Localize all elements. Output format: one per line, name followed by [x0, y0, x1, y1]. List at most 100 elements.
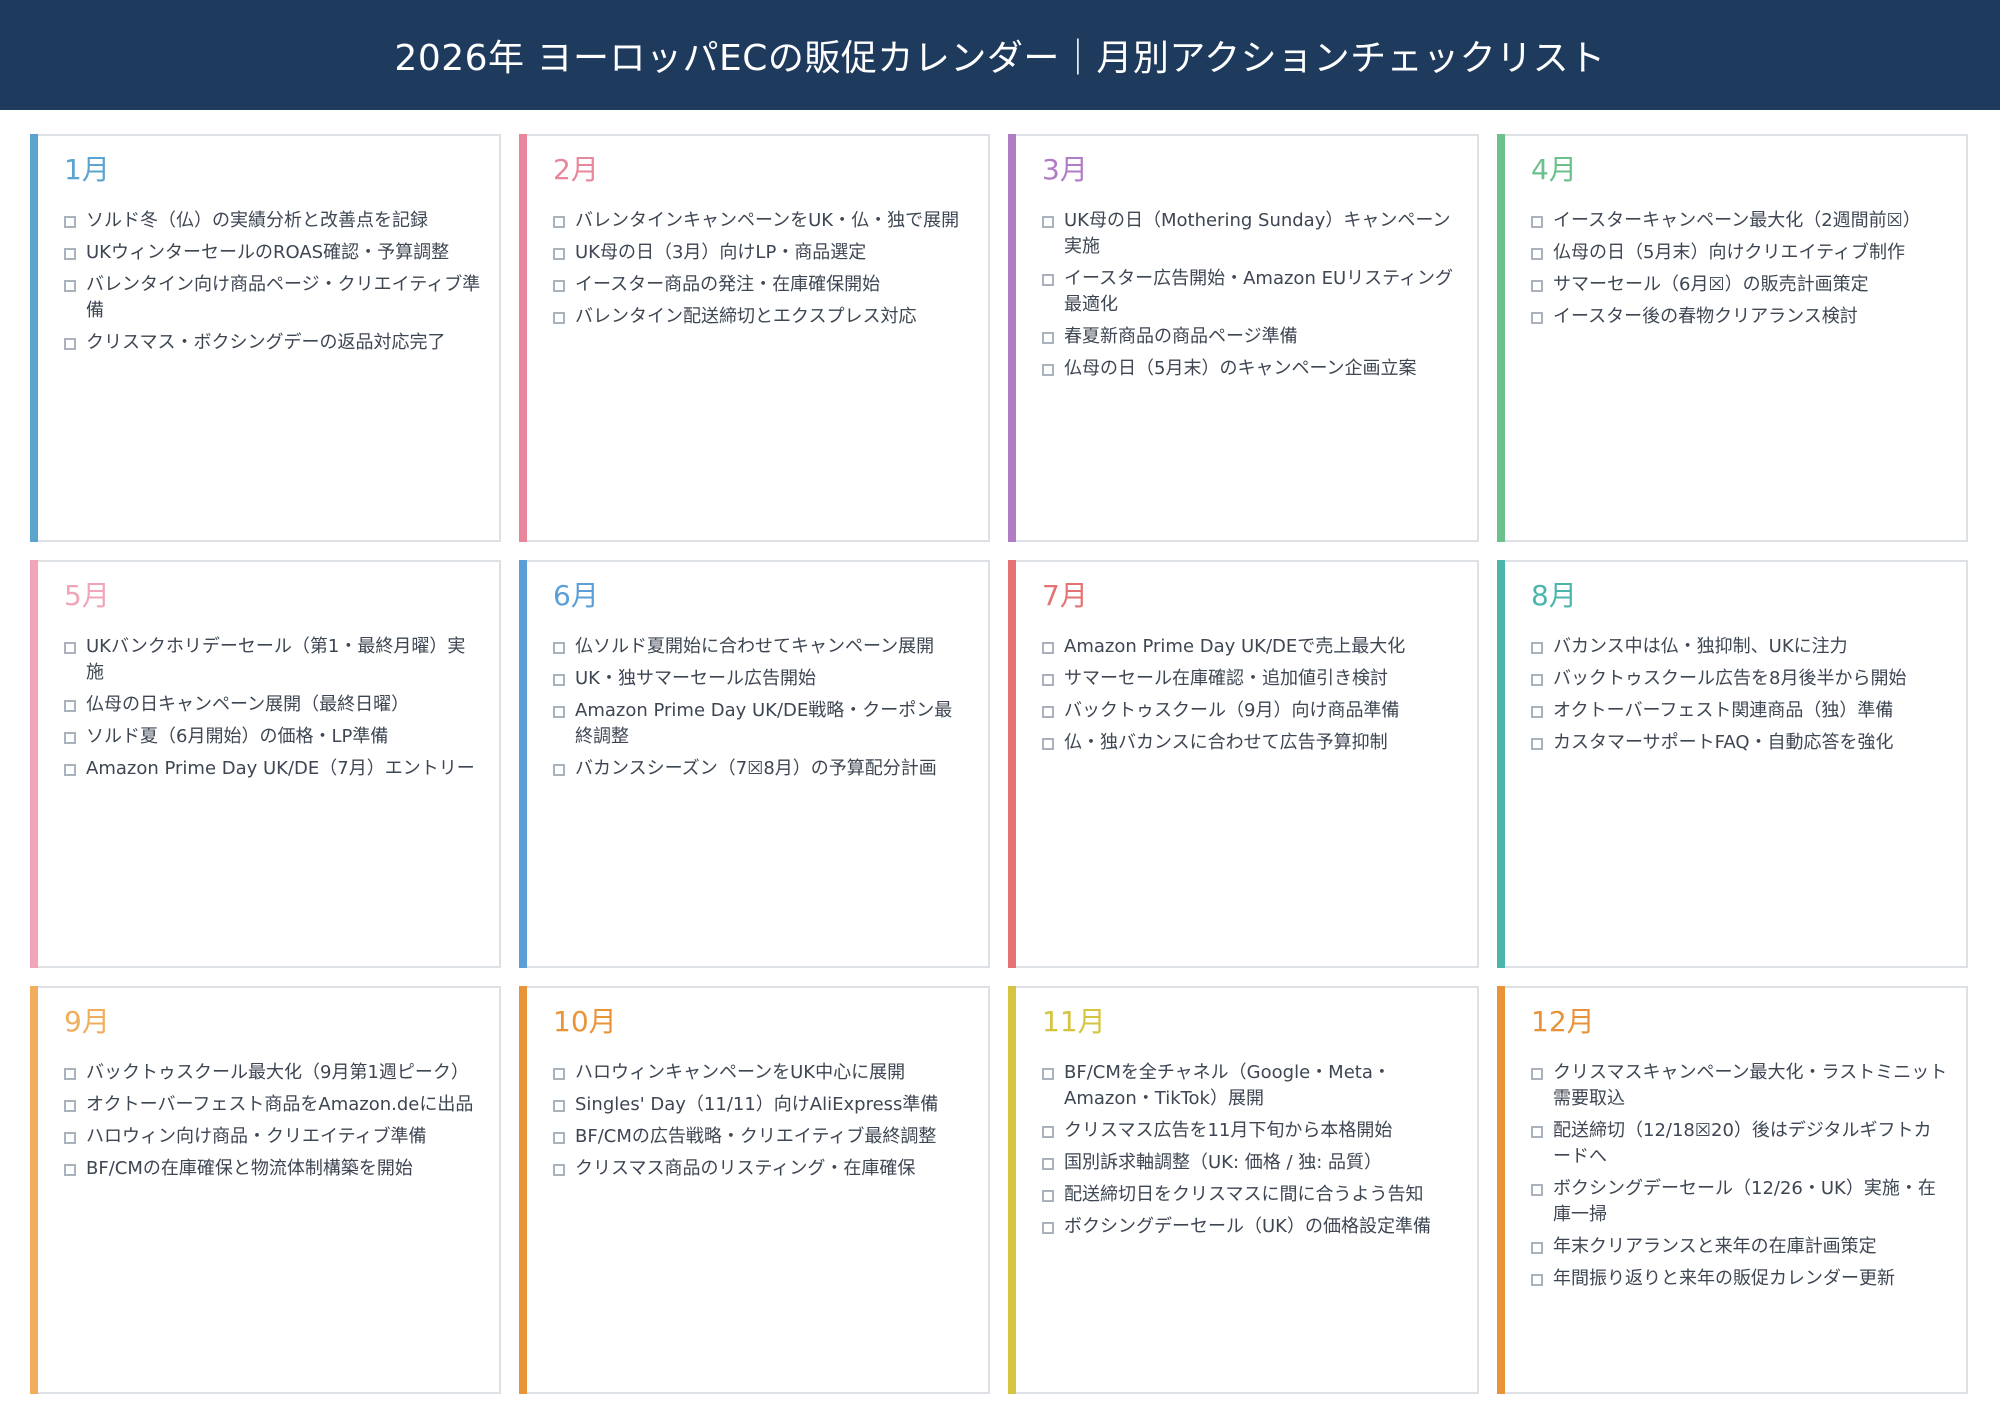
checklist: ハロウィンキャンペーンをUK中心に展開 Singles' Day（11/11）向け… [553, 1060, 970, 1182]
checklist-item-text: イースター後の春物クリアランス検討 [1553, 306, 1858, 327]
month-accent-bar [519, 986, 527, 1394]
checklist-item-text: イースター広告開始・Amazon EUリスティング最適化 [1064, 268, 1454, 315]
checklist-item: BF/CMの広告戦略・クリエイティブ最終調整 [553, 1124, 970, 1150]
checklist-item-text: バックトゥスクール（9月）向け商品準備 [1064, 700, 1400, 721]
checkbox-icon[interactable] [1531, 280, 1543, 292]
month-card: 5月 UKバンクホリデーセール（第1・最終月曜）実施仏母の日キャンペーン展開（最終… [30, 560, 501, 968]
checkbox-icon[interactable] [1042, 1190, 1054, 1202]
checklist-item-text: UK母の日（3月）向けLP・商品選定 [575, 242, 867, 263]
checkbox-icon[interactable] [64, 1100, 76, 1112]
checkbox-icon[interactable] [1042, 364, 1054, 376]
checklist-item: ハロウィンキャンペーンをUK中心に展開 [553, 1060, 970, 1086]
checkbox-icon[interactable] [64, 248, 76, 260]
month-accent-bar [1008, 560, 1016, 968]
checkbox-icon[interactable] [553, 1132, 565, 1144]
checkbox-icon[interactable] [553, 312, 565, 324]
checklist-item: Amazon Prime Day UK/DE（7月）エントリー [64, 756, 481, 782]
checkbox-icon[interactable] [553, 1100, 565, 1112]
checkbox-icon[interactable] [64, 1132, 76, 1144]
checklist-item-text: UK母の日（Mothering Sunday）キャンペーン実施 [1064, 210, 1451, 257]
checkbox-icon[interactable] [1042, 332, 1054, 344]
checklist-item-text: BF/CMを全チャネル（Google・Meta・Amazon・TikTok）展開 [1064, 1062, 1391, 1109]
checkbox-icon[interactable] [1531, 216, 1543, 228]
checkbox-icon[interactable] [553, 706, 565, 718]
checkbox-icon[interactable] [553, 248, 565, 260]
checklist-item: イースター後の春物クリアランス検討 [1531, 304, 1948, 330]
checkbox-icon[interactable] [1531, 1274, 1543, 1286]
checkbox-icon[interactable] [1042, 1068, 1054, 1080]
checkbox-icon[interactable] [553, 1164, 565, 1176]
checkbox-icon[interactable] [64, 642, 76, 654]
checkbox-icon[interactable] [1531, 642, 1543, 654]
checklist-item: 年間振り返りと来年の販促カレンダー更新 [1531, 1266, 1948, 1292]
checkbox-icon[interactable] [553, 674, 565, 686]
checklist-item: Amazon Prime Day UK/DE戦略・クーポン最終調整 [553, 698, 970, 750]
checkbox-icon[interactable] [1042, 1126, 1054, 1138]
checklist-item: 仏母の日（5月末）のキャンペーン企画立案 [1042, 356, 1459, 382]
checkbox-icon[interactable] [553, 642, 565, 654]
month-title: 1月 [64, 153, 110, 186]
checklist-item-text: UKバンクホリデーセール（第1・最終月曜）実施 [86, 636, 466, 683]
checkbox-icon[interactable] [1042, 674, 1054, 686]
month-title: 2月 [553, 153, 599, 186]
checkbox-icon[interactable] [64, 1164, 76, 1176]
checkbox-icon[interactable] [64, 1068, 76, 1080]
month-card: 8月バカンス中は仏・独抑制、UKに注力バックトゥスクール広告を8月後半から開始オ… [1497, 560, 1968, 968]
checkbox-icon[interactable] [1531, 706, 1543, 718]
checkbox-icon[interactable] [1531, 1126, 1543, 1138]
checkbox-icon[interactable] [1042, 1222, 1054, 1234]
checklist-item-text: バカンスシーズン（7☒8月）の予算配分計画 [575, 758, 937, 779]
checklist-item-text: クリスマス商品のリスティング・在庫確保 [575, 1158, 916, 1179]
checkbox-icon[interactable] [1042, 274, 1054, 286]
checklist-item: Singles' Day（11/11）向けAliExpress準備 [553, 1092, 970, 1118]
checklist-item: BF/CMを全チャネル（Google・Meta・Amazon・TikTok）展開 [1042, 1060, 1459, 1112]
checkbox-icon[interactable] [1531, 1242, 1543, 1254]
checkbox-icon[interactable] [1531, 674, 1543, 686]
checkbox-icon[interactable] [1531, 312, 1543, 324]
month-title: 5月 [64, 579, 110, 612]
checklist-item-text: Amazon Prime Day UK/DEで売上最大化 [1064, 636, 1406, 657]
checklist-item: クリスマス・ボクシングデーの返品対応完了 [64, 330, 481, 356]
checkbox-icon[interactable] [64, 216, 76, 228]
checklist-item: オクトーバーフェスト関連商品（独）準備 [1531, 698, 1948, 724]
checkbox-icon[interactable] [1042, 1158, 1054, 1170]
checklist-item-text: オクトーバーフェスト商品をAmazon.deに出品 [86, 1094, 474, 1115]
checkbox-icon[interactable] [1042, 706, 1054, 718]
checkbox-icon[interactable] [1042, 216, 1054, 228]
month-title: 12月 [1531, 1005, 1595, 1038]
checkbox-icon[interactable] [1042, 738, 1054, 750]
checklist-item-text: UKウィンターセールのROAS確認・予算調整 [86, 242, 450, 263]
checklist-item-text: ボクシングデーセール（12/26・UK）実施・在庫一掃 [1553, 1178, 1936, 1225]
checklist-item-text: 国別訴求軸調整（UK: 価格 / 独: 品質） [1064, 1152, 1383, 1173]
checklist-item-text: バレンタイン配送締切とエクスプレス対応 [575, 306, 917, 327]
checkbox-icon[interactable] [1042, 642, 1054, 654]
checklist-item: クリスマス広告を11月下旬から本格開始 [1042, 1118, 1459, 1144]
checklist-item-text: 春夏新商品の商品ページ準備 [1064, 326, 1298, 347]
checkbox-icon[interactable] [64, 700, 76, 712]
checkbox-icon[interactable] [1531, 1068, 1543, 1080]
checkbox-icon[interactable] [553, 764, 565, 776]
checkbox-icon[interactable] [64, 338, 76, 350]
checkbox-icon[interactable] [553, 1068, 565, 1080]
checklist-item: ハロウィン向け商品・クリエイティブ準備 [64, 1124, 481, 1150]
checklist-item-text: サマーセール（6月☒）の販売計画策定 [1553, 274, 1869, 295]
checklist-item: UK・独サマーセール広告開始 [553, 666, 970, 692]
checkbox-icon[interactable] [64, 764, 76, 776]
checkbox-icon[interactable] [1531, 738, 1543, 750]
checklist-item: 仏母の日（5月末）向けクリエイティブ制作 [1531, 240, 1948, 266]
month-card: 9月バックトゥスクール最大化（9月第1週ピーク）オクトーバーフェスト商品をAma… [30, 986, 501, 1394]
checkbox-icon[interactable] [1531, 248, 1543, 260]
checklist-item: UK母の日（3月）向けLP・商品選定 [553, 240, 970, 266]
page-header: 2026年 ヨーロッパECの販促カレンダー｜月別アクションチェックリスト [0, 0, 2000, 110]
checkbox-icon[interactable] [64, 280, 76, 292]
checkbox-icon[interactable] [1531, 1184, 1543, 1196]
checkbox-icon[interactable] [64, 732, 76, 744]
checklist: UKバンクホリデーセール（第1・最終月曜）実施仏母の日キャンペーン展開（最終日曜… [64, 634, 481, 782]
month-accent-bar [30, 560, 38, 968]
checkbox-icon[interactable] [553, 216, 565, 228]
checkbox-icon[interactable] [553, 280, 565, 292]
